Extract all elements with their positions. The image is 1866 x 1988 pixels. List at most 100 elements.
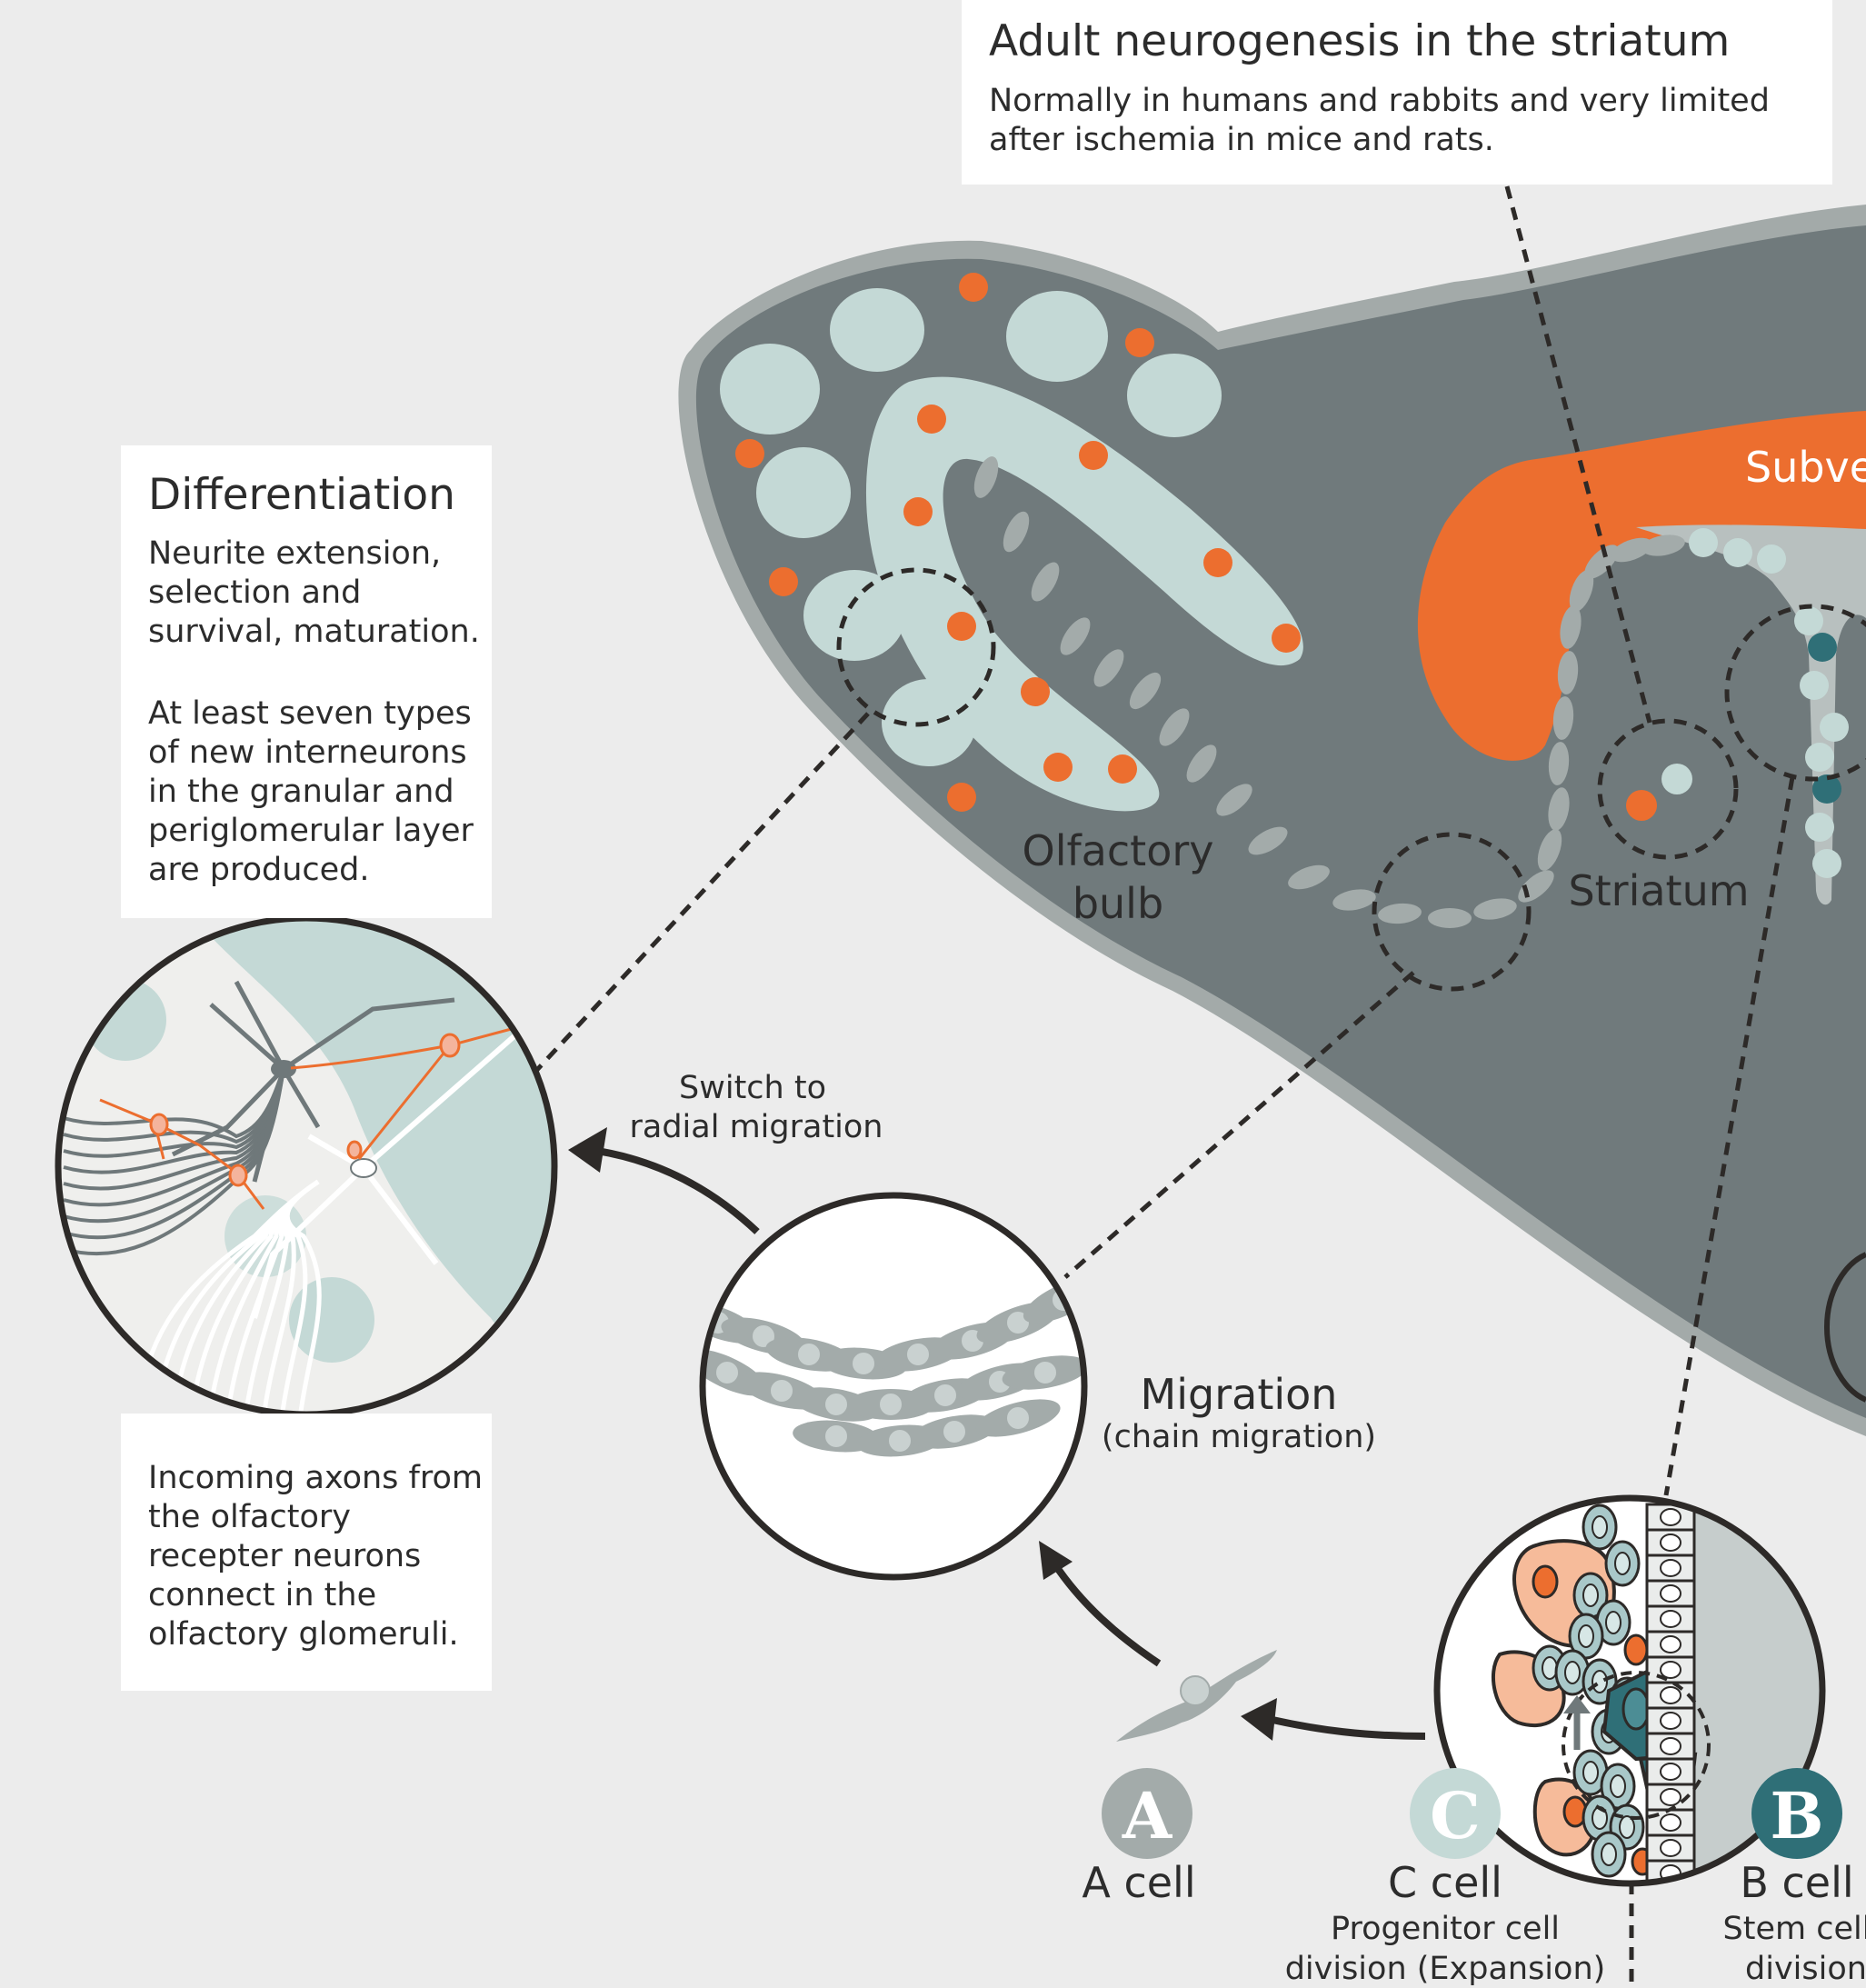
a-cell-name: A cell xyxy=(1082,1858,1195,1907)
a-cell-nucleus xyxy=(1592,1671,1607,1693)
b-cell-desc-line1: Stem cell xyxy=(1723,1911,1866,1947)
differentiation-box-side xyxy=(121,918,492,1414)
ependymal-nucleus xyxy=(1661,1738,1681,1754)
new-neuron-dot xyxy=(1272,624,1301,653)
switch-label-line1: Switch to xyxy=(679,1070,826,1106)
a-cell-nucleus xyxy=(1615,1553,1630,1574)
svz-cell xyxy=(1800,671,1829,700)
differentiation-title: Differentiation xyxy=(148,470,455,521)
chain-cell-nucleus xyxy=(1033,1361,1057,1384)
new-neuron-dot xyxy=(947,783,976,812)
striatum-new-neuron xyxy=(1626,790,1657,821)
c-cell-desc-line1: Progenitor cell xyxy=(1331,1911,1560,1947)
differentiation-box-top: Differentiation Neurite extension, selec… xyxy=(121,445,492,918)
a-badge-letter: A xyxy=(1122,1778,1173,1853)
ependymal-nucleus xyxy=(1661,1509,1681,1525)
glomerulus xyxy=(756,447,851,538)
ependymal-nucleus xyxy=(1661,1534,1681,1551)
new-neuron-dot xyxy=(917,405,946,434)
a-cell-nucleus xyxy=(1611,1775,1625,1797)
a-cell-nucleus xyxy=(1579,1625,1593,1647)
chain-cell-nucleus xyxy=(879,1393,903,1416)
svz-cell xyxy=(1812,849,1841,878)
glomerulus xyxy=(720,344,820,435)
nucleus xyxy=(1533,1566,1557,1597)
ependymal-nucleus xyxy=(1661,1840,1681,1856)
chain-cell-nucleus xyxy=(888,1429,912,1453)
chain-cell-nucleus xyxy=(715,1361,739,1384)
c-badge-letter: C xyxy=(1430,1778,1481,1853)
chain-cell-nucleus xyxy=(797,1343,821,1366)
new-neuron-dot xyxy=(1203,548,1232,577)
glomerulus xyxy=(1127,354,1222,437)
ependymal-nucleus xyxy=(1661,1611,1681,1627)
striatum-box-title: Adult neurogenesis in the striatum xyxy=(989,16,1730,67)
glomerulus xyxy=(830,288,924,372)
differentiation-text-2: At least seven types of new interneurons… xyxy=(148,694,484,890)
svz-cell xyxy=(1808,633,1837,662)
nucleus xyxy=(1623,1689,1649,1729)
striatum-cell xyxy=(1661,764,1692,794)
a-cell-nucleus xyxy=(1583,1584,1598,1606)
chain-cell-nucleus xyxy=(824,1424,848,1448)
chain-cell-nucleus xyxy=(943,1420,966,1444)
c-cell-name: C cell xyxy=(1388,1858,1502,1907)
svz-cell xyxy=(1805,813,1834,842)
svz-cell xyxy=(1820,713,1849,742)
differentiation-box-bottom: Incoming axons from the olfactory recept… xyxy=(121,1414,492,1691)
arrow-to-migration xyxy=(1054,1563,1159,1663)
ependymal-nucleus xyxy=(1661,1560,1681,1576)
connector-differentiation xyxy=(534,714,868,1073)
nucleus xyxy=(1625,1635,1647,1664)
arrowhead-migration xyxy=(1039,1541,1073,1580)
new-neuron-dot xyxy=(1125,328,1154,357)
svz-cell xyxy=(1723,538,1752,567)
svz-label: Subve xyxy=(1745,443,1866,492)
new-neuron-dot xyxy=(769,567,798,596)
glomerulus xyxy=(1006,291,1108,382)
chain-cell-nucleus xyxy=(1006,1406,1030,1430)
migrating-cell xyxy=(1428,908,1472,928)
a-cell-nucleus xyxy=(1181,1676,1210,1705)
new-neuron-dot xyxy=(903,497,933,526)
a-cell-nucleus xyxy=(1606,1612,1621,1633)
chain-cell-nucleus xyxy=(824,1393,848,1416)
new-neuron-dot xyxy=(735,439,764,468)
a-cell-nucleus xyxy=(1592,1516,1607,1538)
olfactory-bulb-label-2: bulb xyxy=(1073,879,1163,928)
arrowhead-differentiation xyxy=(568,1127,607,1173)
arrow-to-differentiation xyxy=(591,1150,757,1232)
ependymal-column xyxy=(1647,1504,1694,1886)
chain-cell-nucleus xyxy=(770,1379,793,1403)
arrow-c-to-a xyxy=(1272,1720,1425,1736)
ependymal-nucleus xyxy=(1661,1636,1681,1653)
svz-cell xyxy=(1805,743,1834,772)
b-cell-desc-line2: division xyxy=(1745,1951,1866,1987)
a-cell-nucleus xyxy=(1602,1843,1616,1865)
migration-zoom xyxy=(672,1191,1110,1582)
svz-cell xyxy=(1689,528,1718,557)
new-neuron-dot xyxy=(1021,677,1050,706)
chain-cell-nucleus xyxy=(852,1352,875,1375)
striatum-box-text: Normally in humans and rabbits and very … xyxy=(989,82,1771,160)
new-neuron-dot xyxy=(947,612,976,641)
switch-label-line2: radial migration xyxy=(630,1109,883,1145)
b-cell-name: B cell xyxy=(1740,1858,1853,1907)
ependymal-nucleus xyxy=(1661,1814,1681,1831)
differentiation-text-1: Neurite extension, selection and surviva… xyxy=(148,534,484,652)
new-neuron-dot xyxy=(1043,753,1073,782)
ependymal-nucleus xyxy=(1661,1585,1681,1602)
chain-cell-nucleus xyxy=(906,1343,930,1366)
chain-cell-nucleus xyxy=(933,1384,957,1407)
a-cell-nucleus xyxy=(1542,1657,1557,1679)
ependymal-nucleus xyxy=(1661,1789,1681,1805)
migration-label: Migration xyxy=(1141,1370,1338,1419)
new-neuron-dot xyxy=(1079,441,1108,470)
arrowhead-c-to-a xyxy=(1241,1698,1277,1741)
svz-cell xyxy=(1757,544,1786,574)
ependymal-nucleus xyxy=(1661,1713,1681,1729)
new-neuron-dot xyxy=(1108,754,1137,784)
ependymal-nucleus xyxy=(1661,1662,1681,1678)
svz-cell xyxy=(1794,606,1823,635)
